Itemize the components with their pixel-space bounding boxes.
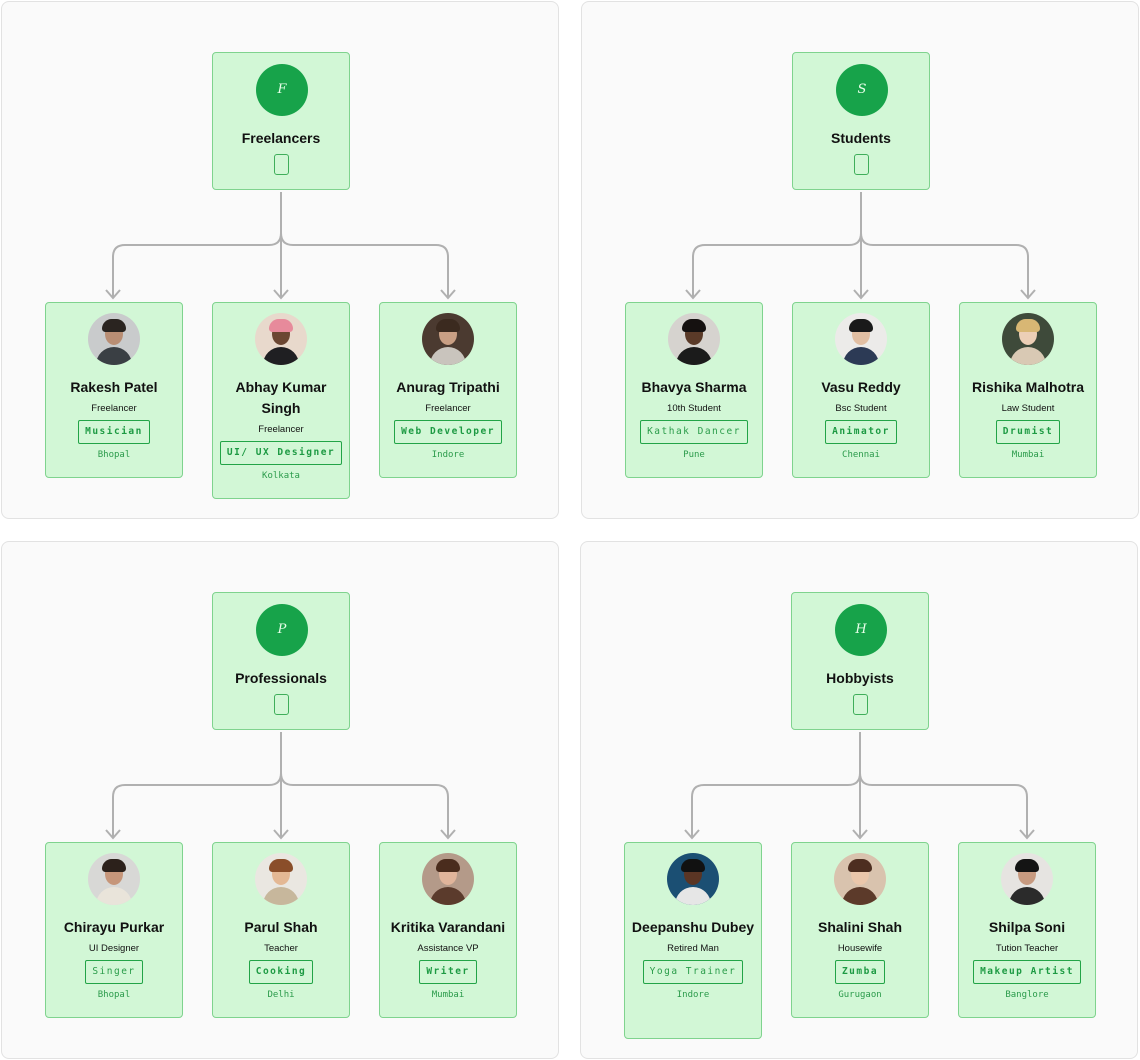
avatar	[422, 853, 474, 905]
member-name: Shalini Shah	[817, 919, 902, 935]
phone-icon[interactable]	[854, 154, 869, 175]
tree-connectors	[685, 192, 1036, 300]
member-name: Rishika Malhotra	[971, 379, 1085, 395]
member-city: Indore	[676, 990, 710, 1000]
avatar	[835, 313, 887, 365]
group-panel-freelancers: F Freelancers Rakesh Patel Freelancer Mu…	[1, 1, 559, 519]
skill-tag[interactable]: Drumist	[995, 420, 1061, 444]
member-city: Pune	[683, 450, 705, 460]
avatar	[1002, 313, 1054, 365]
member-name: Abhay Kumar Singh	[235, 379, 327, 416]
member-card[interactable]: Bhavya Sharma 10th Student Kathak Dancer…	[625, 302, 763, 478]
skill-tag[interactable]: Yoga Trainer	[642, 960, 744, 984]
group-panel-hobbyists: H Hobbyists Deepanshu Dubey Retired Man …	[580, 541, 1138, 1059]
member-city: Banglore	[1005, 990, 1049, 1000]
group-title: Professionals	[235, 670, 327, 686]
member-name: Shilpa Soni	[988, 919, 1066, 935]
member-city: Chennai	[842, 450, 880, 460]
group-initial-avatar: H	[835, 604, 887, 656]
tree-connectors	[684, 732, 1035, 840]
group-title: Freelancers	[241, 130, 321, 146]
member-role: Law Student	[1001, 403, 1055, 414]
member-card[interactable]: Rishika Malhotra Law Student Drumist Mum…	[959, 302, 1097, 478]
member-city: Mumbai	[1011, 450, 1045, 460]
member-role: Teacher	[264, 943, 298, 954]
group-panel-students: S Students Bhavya Sharma 10th Student Ka…	[581, 1, 1139, 519]
member-city: Mumbai	[431, 990, 465, 1000]
member-name: Rakesh Patel	[70, 379, 158, 395]
member-city: Gurugaon	[838, 990, 882, 1000]
avatar	[255, 853, 307, 905]
skill-tag[interactable]: Animator	[825, 420, 897, 444]
member-name: Bhavya Sharma	[641, 379, 747, 395]
tree-connectors	[105, 192, 456, 300]
avatar	[88, 313, 140, 365]
member-role: Freelancer	[91, 403, 137, 414]
skill-tag[interactable]: Web Developer	[394, 420, 502, 444]
phone-icon[interactable]	[274, 694, 289, 715]
member-role: Tution Teacher	[995, 943, 1059, 954]
member-name: Parul Shah	[244, 919, 318, 935]
member-card[interactable]: Shalini Shah Housewife Zumba Gurugaon	[791, 842, 929, 1018]
group-root-node[interactable]: H Hobbyists	[791, 592, 929, 730]
member-name: Deepanshu Dubey	[631, 919, 755, 935]
avatar	[667, 853, 719, 905]
member-card[interactable]: Chirayu Purkar UI Designer Singer Bhopal	[45, 842, 183, 1018]
skill-tag[interactable]: UI/ UX Designer	[219, 441, 343, 465]
member-role: UI Designer	[88, 943, 140, 954]
skill-tag[interactable]: Zumba	[834, 960, 886, 984]
avatar	[422, 313, 474, 365]
group-root-node[interactable]: S Students	[792, 52, 930, 190]
group-root-node[interactable]: F Freelancers	[212, 52, 350, 190]
member-role: 10th Student	[667, 403, 721, 414]
member-name: Anurag Tripathi	[396, 379, 500, 395]
group-title: Students	[831, 130, 891, 146]
member-card[interactable]: Shilpa Soni Tution Teacher Makeup Artist…	[958, 842, 1096, 1018]
skill-tag[interactable]: Kathak Dancer	[640, 420, 748, 444]
group-initial-avatar: S	[836, 64, 888, 116]
skill-tag[interactable]: Makeup Artist	[973, 960, 1081, 984]
member-role: Freelancer	[425, 403, 471, 414]
member-city: Indore	[431, 450, 465, 460]
skill-tag[interactable]: Cooking	[248, 960, 314, 984]
member-card[interactable]: Anurag Tripathi Freelancer Web Developer…	[379, 302, 517, 478]
phone-icon[interactable]	[274, 154, 289, 175]
group-initial-avatar: P	[256, 604, 308, 656]
skill-tag[interactable]: Musician	[78, 420, 150, 444]
group-title: Hobbyists	[826, 670, 894, 686]
group-initial-avatar: F	[256, 64, 308, 116]
member-role: Bsc Student	[835, 403, 887, 414]
member-name: Chirayu Purkar	[63, 919, 165, 935]
member-city: Kolkata	[262, 471, 300, 481]
member-role: Retired Man	[667, 943, 719, 954]
member-city: Bhopal	[97, 450, 131, 460]
member-card[interactable]: Rakesh Patel Freelancer Musician Bhopal	[45, 302, 183, 478]
group-root-node[interactable]: P Professionals	[212, 592, 350, 730]
member-card[interactable]: Kritika Varandani Assistance VP Writer M…	[379, 842, 517, 1018]
member-role: Freelancer	[258, 424, 304, 435]
member-card[interactable]: Parul Shah Teacher Cooking Delhi	[212, 842, 350, 1018]
avatar	[834, 853, 886, 905]
member-card[interactable]: Vasu Reddy Bsc Student Animator Chennai	[792, 302, 930, 478]
member-name: Vasu Reddy	[821, 379, 901, 395]
member-name: Kritika Varandani	[390, 919, 506, 935]
avatar	[668, 313, 720, 365]
member-role: Housewife	[837, 943, 883, 954]
tree-connectors	[105, 732, 456, 840]
member-card[interactable]: Deepanshu Dubey Retired Man Yoga Trainer…	[624, 842, 762, 1039]
member-card[interactable]: Abhay Kumar Singh Freelancer UI/ UX Desi…	[212, 302, 350, 499]
skill-tag[interactable]: Writer	[419, 960, 477, 984]
member-city: Bhopal	[97, 990, 131, 1000]
member-role: Assistance VP	[417, 943, 479, 954]
phone-icon[interactable]	[853, 694, 868, 715]
group-panel-professionals: P Professionals Chirayu Purkar UI Design…	[1, 541, 559, 1059]
avatar	[1001, 853, 1053, 905]
member-city: Delhi	[267, 990, 295, 1000]
skill-tag[interactable]: Singer	[85, 960, 143, 984]
avatar	[255, 313, 307, 365]
avatar	[88, 853, 140, 905]
